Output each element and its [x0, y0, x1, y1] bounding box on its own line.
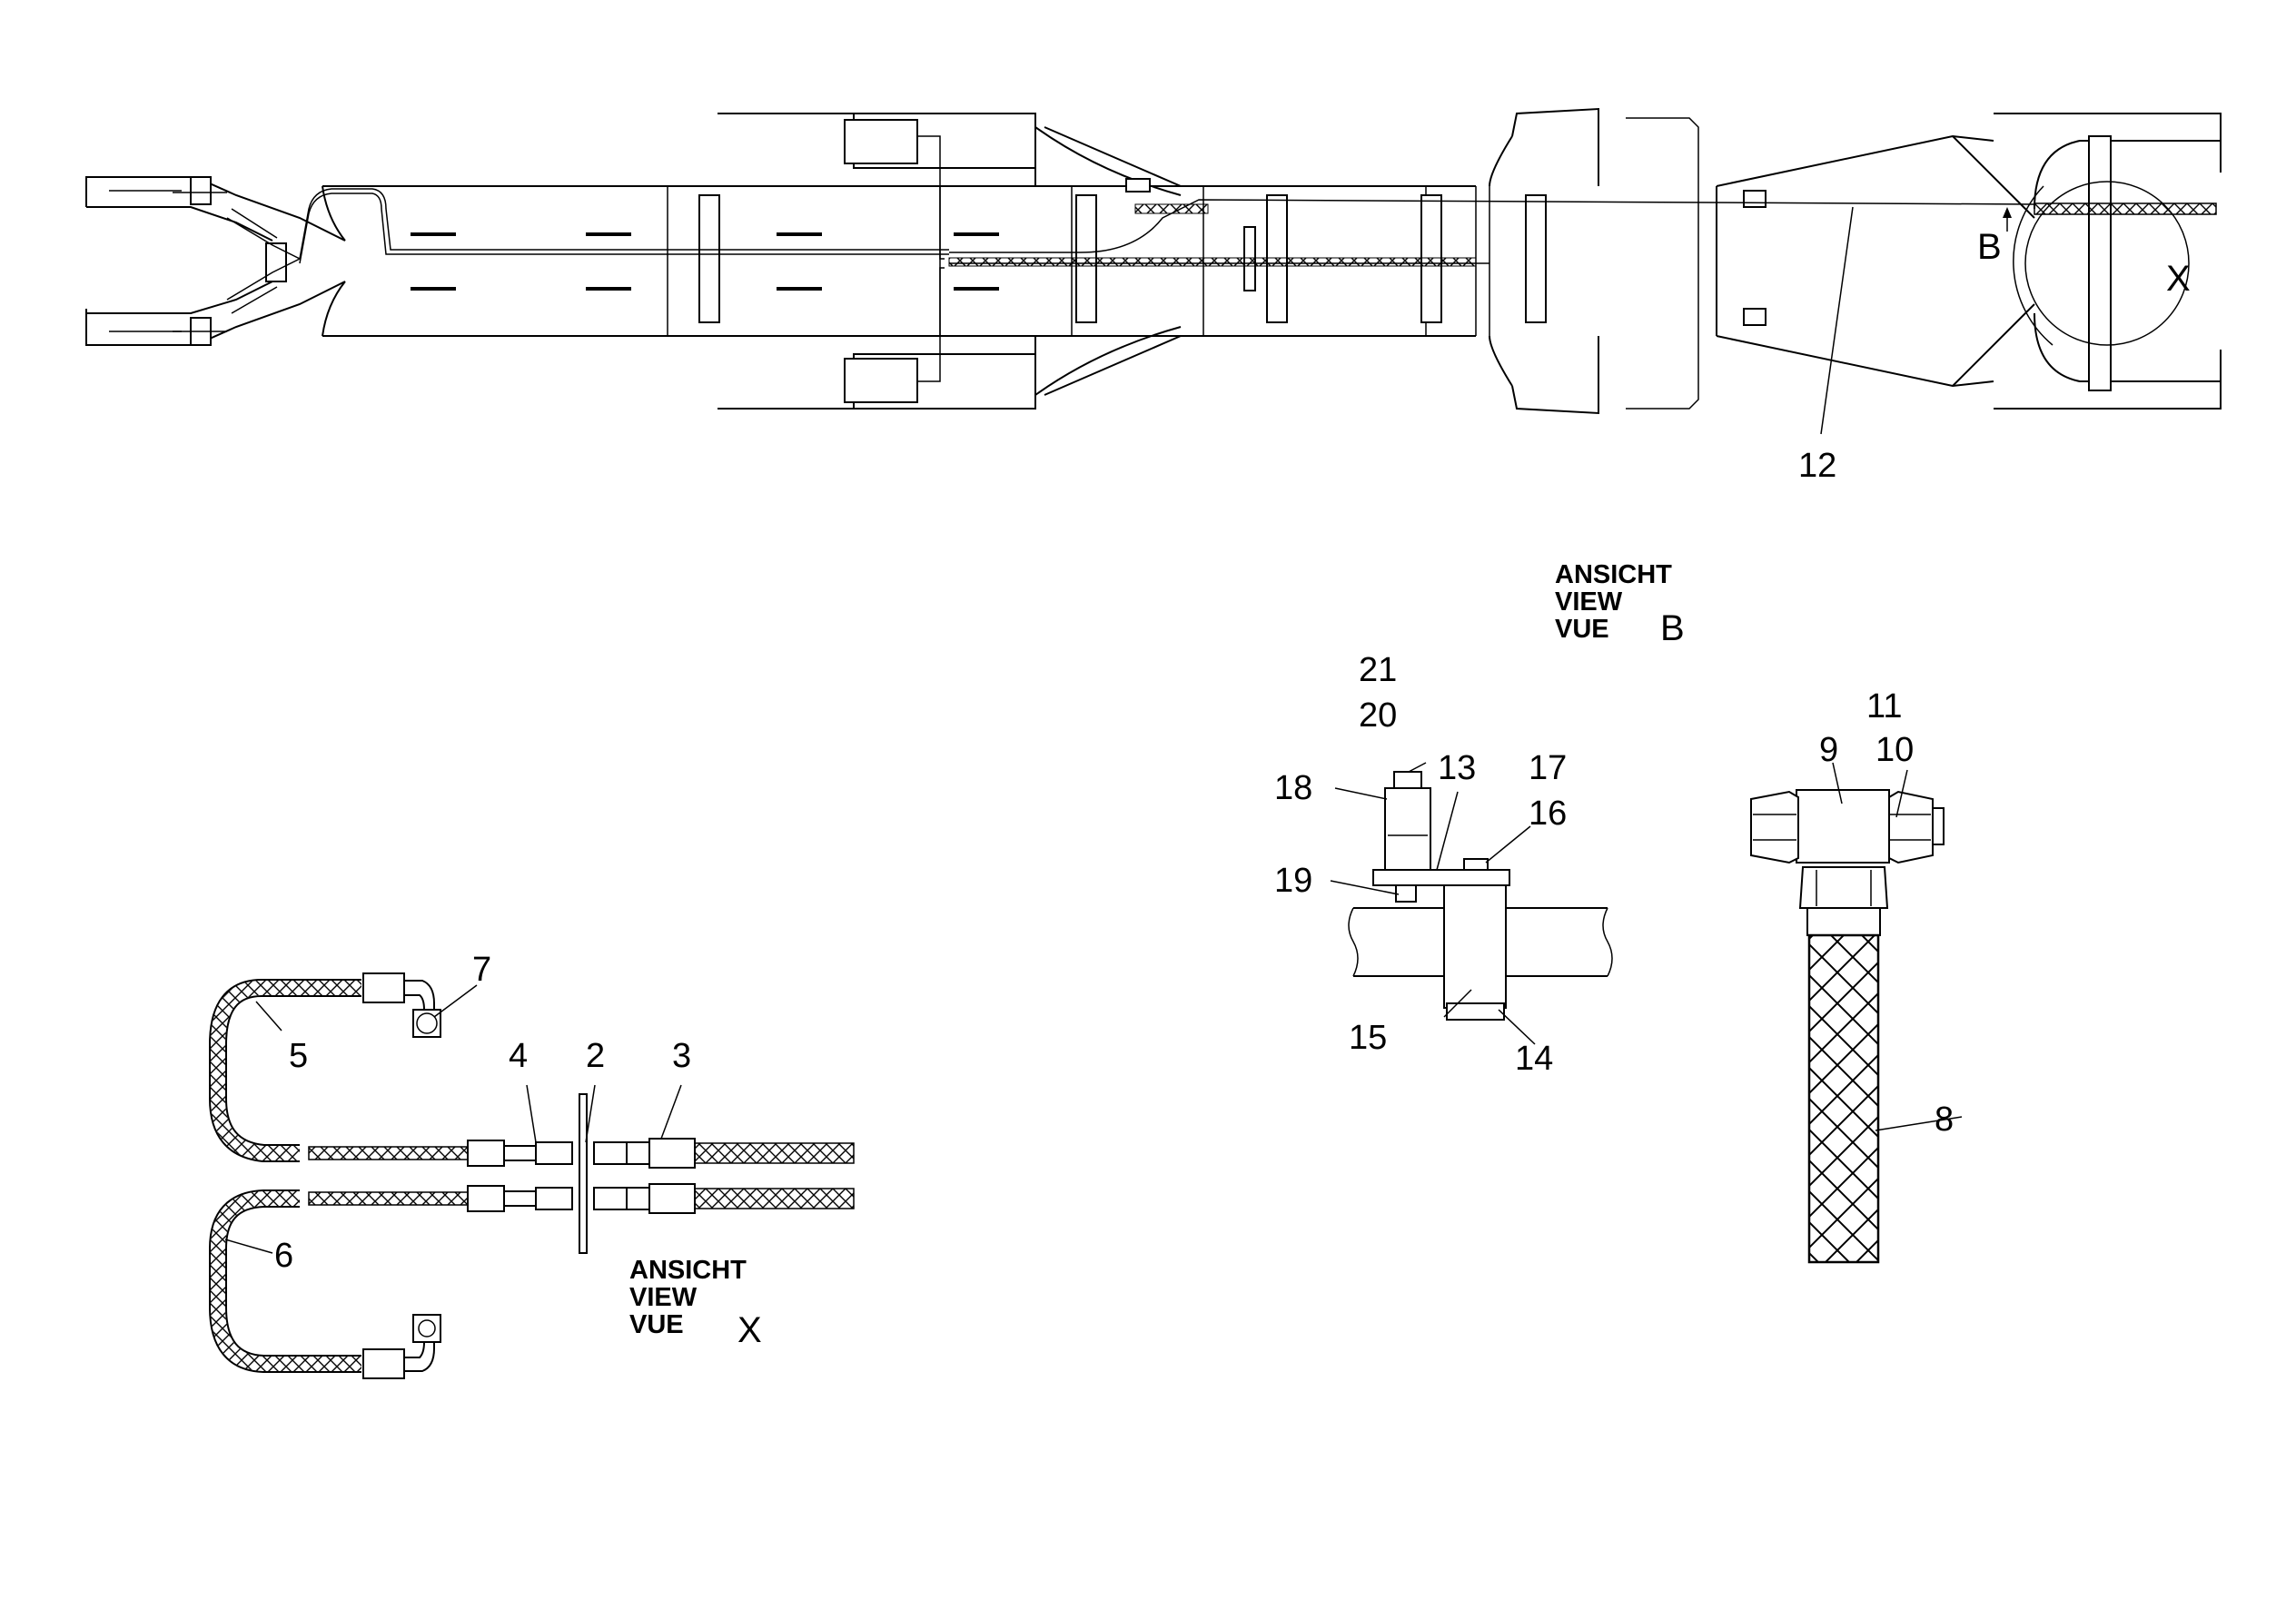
view-x-detail: 7 5 4 2 3 6 ANSICHT VIEW VUE X [209, 951, 855, 1379]
view-b-detail: ANSICHT VIEW VUE B 21 20 18 13 17 [1274, 560, 1685, 1078]
callout-5: 5 [289, 1037, 308, 1075]
callout-6: 6 [274, 1237, 293, 1275]
callout-9: 9 [1819, 731, 1838, 769]
callout-4: 4 [509, 1037, 528, 1075]
marker-b: B [1977, 227, 2002, 267]
main-top-view: 12 B X [85, 107, 2222, 485]
callout-10: 10 [1875, 731, 1914, 769]
callout-12: 12 [1798, 447, 1836, 485]
main-hydraulic-line [299, 178, 2035, 267]
tee-fitting-detail: 11 9 10 8 [1750, 687, 1963, 1264]
callout-15: 15 [1349, 1019, 1387, 1057]
view-b-ansicht: ANSICHT [1555, 560, 1672, 589]
callout-8: 8 [1935, 1101, 1954, 1139]
left-fork [85, 176, 346, 346]
callout-20: 20 [1359, 696, 1397, 735]
right-section [1716, 113, 2222, 410]
callout-12-leader [1820, 206, 1854, 435]
view-x-view: VIEW [629, 1283, 698, 1312]
callout-2: 2 [586, 1037, 605, 1075]
callout-21: 21 [1359, 651, 1397, 689]
view-x-vue: VUE [629, 1310, 684, 1339]
callout-3: 3 [672, 1037, 691, 1075]
callout-17: 17 [1529, 749, 1567, 787]
view-x-letter: X [737, 1310, 762, 1350]
side-cylinders [718, 113, 1182, 410]
callout-11: 11 [1866, 687, 1902, 725]
marker-x: X [2166, 259, 2191, 299]
hinge-plate [1489, 107, 1699, 415]
callout-7: 7 [472, 951, 491, 989]
view-x-ansicht: ANSICHT [629, 1256, 747, 1285]
callout-16: 16 [1529, 795, 1567, 833]
callout-14: 14 [1515, 1040, 1553, 1078]
callout-13: 13 [1438, 749, 1476, 787]
callout-19: 19 [1274, 862, 1312, 900]
view-b-vue: VUE [1555, 615, 1609, 644]
view-b-view: VIEW [1555, 587, 1623, 617]
callout-18: 18 [1274, 769, 1312, 807]
view-b-letter: B [1660, 608, 1685, 648]
